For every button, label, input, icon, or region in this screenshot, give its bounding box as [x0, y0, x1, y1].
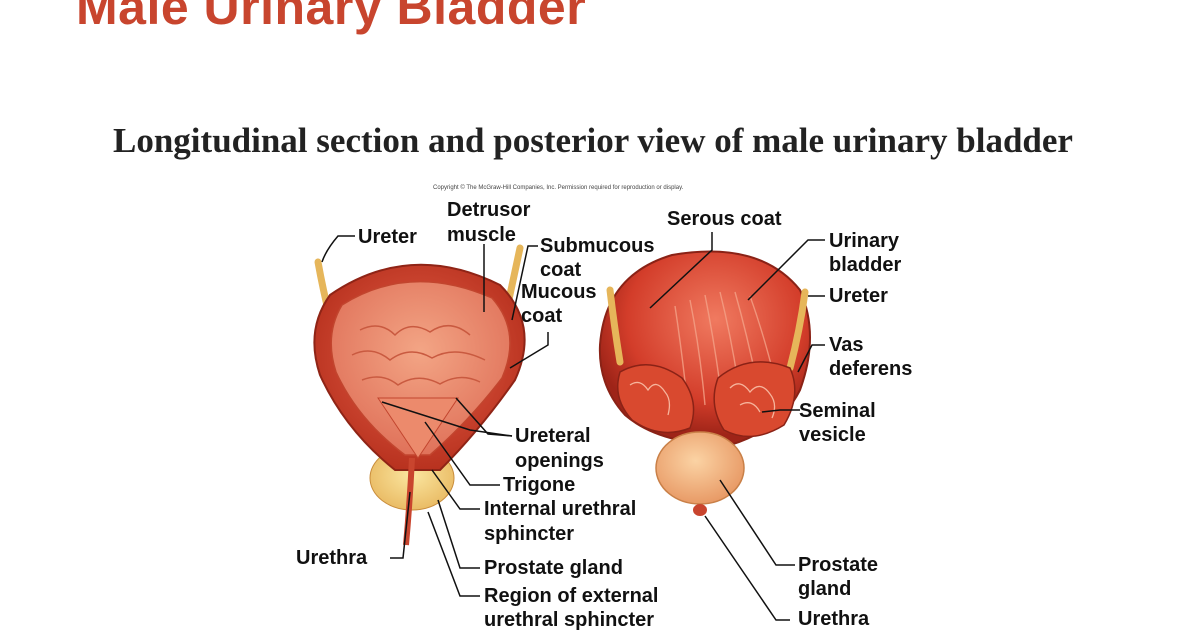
label-seminal-vesicle-1: Seminal	[799, 400, 876, 422]
label-urinary-bladder-2: bladder	[829, 254, 902, 276]
label-internal-sphincter-2: sphincter	[484, 523, 575, 545]
label-prostate-gland-right-1: Prostate	[798, 554, 879, 576]
label-seminal-vesicle-2: vesicle	[799, 424, 866, 446]
label-urethra-right: Urethra	[798, 608, 870, 630]
label-urinary-bladder-1: Urinary	[829, 230, 900, 252]
label-prostate-gland-left: Prostate gland	[484, 557, 623, 579]
slide-title: Male Urinary Bladder	[76, 0, 587, 35]
label-external-sphincter-1: Region of external	[484, 585, 659, 607]
section-view	[313, 235, 549, 597]
label-mucous-coat-1: Mucous	[521, 281, 597, 303]
label-vas-deferens-2: deferens	[829, 358, 913, 380]
posterior-view	[598, 232, 825, 621]
label-ureteral-openings-2: openings	[515, 450, 604, 472]
label-mucous-coat-2: coat	[521, 305, 563, 327]
label-ureter-left: Ureter	[358, 226, 417, 248]
label-serous-coat: Serous coat	[667, 208, 782, 230]
label-urethra-left: Urethra	[296, 547, 368, 569]
label-submucous-coat-2: coat	[540, 259, 582, 281]
label-internal-sphincter-1: Internal urethral	[484, 498, 637, 520]
label-prostate-gland-right-2: gland	[798, 578, 852, 600]
label-ureter-right: Ureter	[829, 285, 888, 307]
label-detrusor-muscle-1: Detrusor	[447, 199, 531, 221]
label-external-sphincter-2: urethral sphincter	[484, 609, 655, 631]
label-trigone: Trigone	[503, 474, 576, 496]
label-submucous-coat-1: Submucous	[540, 235, 655, 257]
label-detrusor-muscle-2: muscle	[447, 224, 516, 246]
label-ureteral-openings-1: Ureteral	[515, 425, 591, 447]
copyright-notice: Copyright © The McGraw-Hill Companies, I…	[433, 185, 684, 191]
label-vas-deferens-1: Vas	[829, 334, 864, 356]
slide-subtitle: Longitudinal section and posterior view …	[113, 121, 1073, 160]
